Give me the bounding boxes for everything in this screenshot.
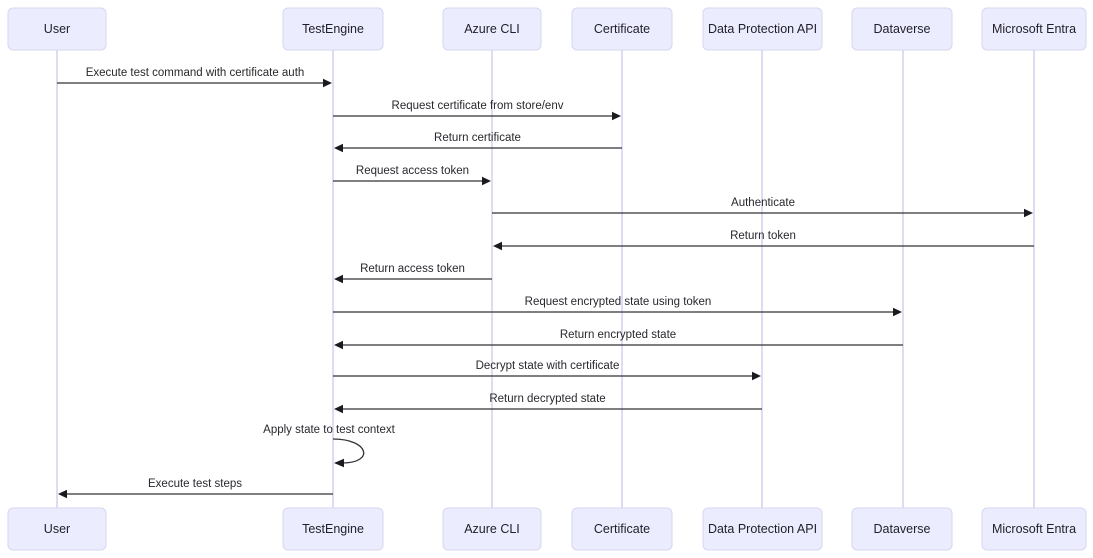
message-11[interactable]: Return decrypted state bbox=[334, 393, 762, 414]
participant-label: Certificate bbox=[594, 522, 650, 536]
message-13[interactable]: Execute test steps bbox=[58, 478, 333, 499]
participant-cert-footer[interactable]: Certificate bbox=[571, 507, 673, 551]
participant-box bbox=[442, 507, 542, 551]
message-label: Return decrypted state bbox=[489, 393, 605, 405]
message-label: Request encrypted state using token bbox=[525, 296, 712, 308]
participant-engine-footer[interactable]: TestEngine bbox=[282, 507, 384, 551]
participant-box bbox=[702, 7, 823, 51]
participant-box bbox=[282, 7, 384, 51]
participant-box bbox=[7, 507, 107, 551]
participant-engine-header[interactable]: TestEngine bbox=[282, 7, 384, 51]
message-2[interactable]: Request certificate from store/env bbox=[333, 100, 621, 121]
message-self-loop bbox=[332, 438, 365, 464]
message-arrowhead bbox=[612, 111, 621, 121]
message-label: Return encrypted state bbox=[560, 329, 676, 341]
message-arrowhead bbox=[1024, 208, 1033, 218]
message-arrowhead bbox=[323, 78, 332, 88]
message-label: Return certificate bbox=[434, 132, 521, 144]
participant-box bbox=[571, 7, 673, 51]
message-3[interactable]: Return certificate bbox=[334, 132, 622, 153]
message-arrowhead bbox=[493, 241, 502, 251]
messages-layer: Execute test command with certificate au… bbox=[57, 67, 1034, 499]
participant-entra-header[interactable]: Microsoft Entra bbox=[981, 7, 1087, 51]
message-arrowhead bbox=[482, 176, 491, 186]
message-4[interactable]: Request access token bbox=[333, 165, 491, 186]
message-7[interactable]: Return access token bbox=[334, 263, 492, 284]
message-10[interactable]: Decrypt state with certificate bbox=[333, 360, 761, 381]
message-12[interactable]: Apply state to test context bbox=[263, 424, 396, 468]
message-label: Apply state to test context bbox=[263, 424, 395, 436]
participant-label: Microsoft Entra bbox=[992, 522, 1076, 536]
participant-box bbox=[442, 7, 542, 51]
message-label: Request certificate from store/env bbox=[392, 100, 564, 112]
participant-box bbox=[981, 7, 1087, 51]
participant-label: Azure CLI bbox=[464, 522, 520, 536]
participant-label: TestEngine bbox=[302, 22, 364, 36]
message-label: Decrypt state with certificate bbox=[476, 360, 620, 372]
participant-box bbox=[571, 507, 673, 551]
participant-user-footer[interactable]: User bbox=[7, 507, 107, 551]
participant-label: Data Protection API bbox=[708, 22, 817, 36]
participant-azcli-header[interactable]: Azure CLI bbox=[442, 7, 542, 51]
message-1[interactable]: Execute test command with certificate au… bbox=[57, 67, 332, 88]
participant-user-header[interactable]: User bbox=[7, 7, 107, 51]
message-label: Execute test steps bbox=[148, 478, 242, 490]
participant-label: Dataverse bbox=[874, 22, 931, 36]
participant-label: User bbox=[44, 522, 70, 536]
participant-box bbox=[851, 7, 953, 51]
lifelines-layer bbox=[56, 50, 1035, 508]
message-8[interactable]: Request encrypted state using token bbox=[333, 296, 902, 317]
message-arrowhead bbox=[334, 458, 344, 468]
message-label: Authenticate bbox=[731, 197, 795, 209]
message-arrowhead bbox=[334, 274, 343, 284]
message-6[interactable]: Return token bbox=[493, 230, 1034, 251]
participant-box bbox=[981, 507, 1087, 551]
participant-dataverse-footer[interactable]: Dataverse bbox=[851, 507, 953, 551]
participant-label: User bbox=[44, 22, 70, 36]
participant-dpapi-footer[interactable]: Data Protection API bbox=[702, 507, 823, 551]
participant-label: Data Protection API bbox=[708, 522, 817, 536]
message-label: Execute test command with certificate au… bbox=[86, 67, 305, 79]
message-arrowhead bbox=[752, 371, 761, 381]
participant-footer-row: User TestEngine Azure CLI Certificate Data P… bbox=[7, 507, 1087, 551]
message-arrowhead bbox=[893, 307, 902, 317]
participant-header-row: User TestEngine Azure CLI Certificate Data P… bbox=[7, 7, 1087, 51]
participant-box bbox=[7, 7, 107, 51]
participant-label: Microsoft Entra bbox=[992, 22, 1076, 36]
message-arrowhead bbox=[334, 143, 343, 153]
participant-label: TestEngine bbox=[302, 522, 364, 536]
message-label: Return access token bbox=[360, 263, 465, 275]
participant-box bbox=[282, 507, 384, 551]
message-label: Return token bbox=[730, 230, 796, 242]
message-arrowhead bbox=[334, 404, 343, 414]
participant-cert-header[interactable]: Certificate bbox=[571, 7, 673, 51]
message-5[interactable]: Authenticate bbox=[492, 197, 1033, 218]
message-arrowhead bbox=[334, 340, 343, 350]
message-label: Request access token bbox=[356, 165, 469, 177]
participant-entra-footer[interactable]: Microsoft Entra bbox=[981, 507, 1087, 551]
participant-dpapi-header[interactable]: Data Protection API bbox=[702, 7, 823, 51]
message-9[interactable]: Return encrypted state bbox=[334, 329, 903, 350]
participant-azcli-footer[interactable]: Azure CLI bbox=[442, 507, 542, 551]
participant-box bbox=[702, 507, 823, 551]
message-arrowhead bbox=[58, 489, 67, 499]
participant-label: Azure CLI bbox=[464, 22, 520, 36]
participant-dataverse-header[interactable]: Dataverse bbox=[851, 7, 953, 51]
participant-label: Certificate bbox=[594, 22, 650, 36]
participant-label: Dataverse bbox=[874, 522, 931, 536]
participant-box bbox=[851, 507, 953, 551]
